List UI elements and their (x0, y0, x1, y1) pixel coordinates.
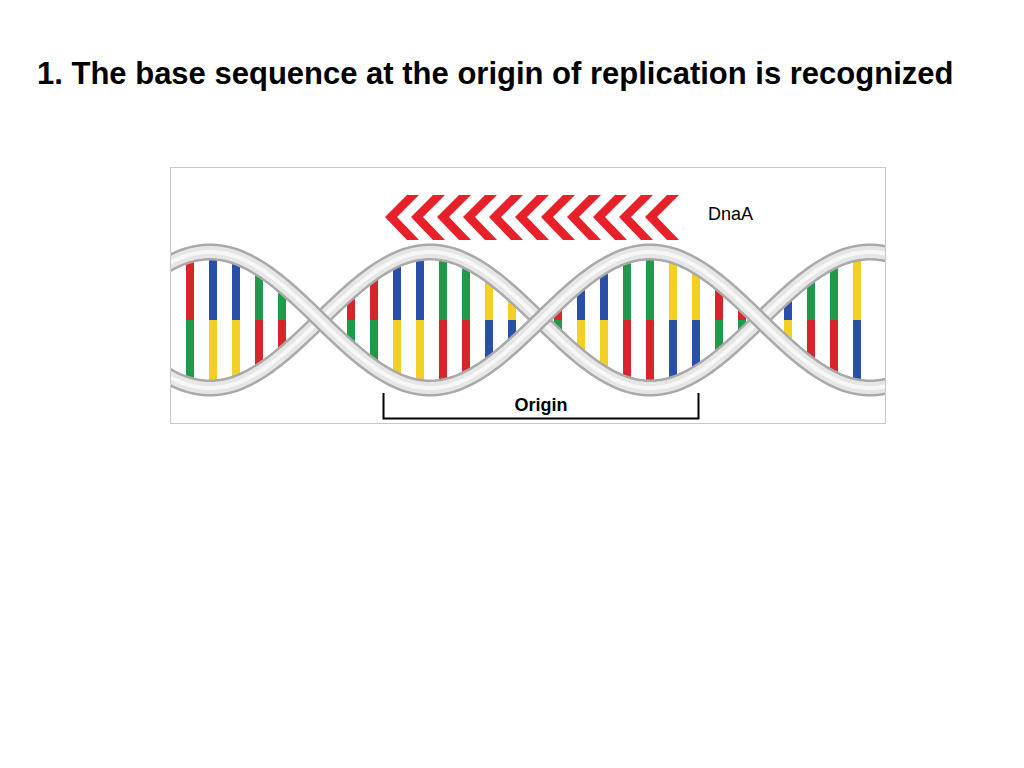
origin-label: Origin (511, 395, 572, 416)
base-half (370, 320, 378, 360)
base-half (439, 260, 447, 320)
base-half (462, 320, 470, 372)
base-half (186, 262, 194, 320)
base-half (232, 264, 240, 320)
base-half (393, 320, 401, 374)
base-half (255, 275, 263, 320)
base-half (255, 320, 263, 365)
base-half (370, 280, 378, 320)
dnaa-arrow (385, 195, 679, 240)
protein-label: DnaA (708, 204, 753, 225)
backbone-highlight (171, 252, 885, 388)
base-half (209, 320, 217, 381)
base-half (439, 320, 447, 380)
base-half (209, 259, 217, 320)
base-half (416, 320, 424, 380)
backbone-edge (171, 252, 885, 388)
backbone-strand (171, 252, 885, 388)
base-half (669, 263, 677, 320)
base-half (830, 320, 838, 372)
double-helix (171, 252, 885, 388)
base-half (623, 263, 631, 320)
base-half (623, 320, 631, 377)
base-half (646, 320, 654, 381)
base-half (462, 268, 470, 320)
base-half (646, 259, 654, 320)
base-half (416, 260, 424, 320)
slide-title: 1. The base sequence at the origin of re… (37, 48, 1012, 100)
base-half (853, 260, 861, 320)
arrow-chevron (645, 195, 679, 240)
base-half (186, 320, 194, 378)
backbone-strand (171, 252, 885, 388)
base-half (669, 320, 677, 377)
backbone-highlight (171, 252, 885, 388)
base-half (692, 273, 700, 320)
base-half (830, 268, 838, 320)
base-half (600, 273, 608, 320)
origin-bracket (384, 393, 699, 419)
base-half (393, 266, 401, 320)
base-half (853, 320, 861, 380)
base-half (232, 320, 240, 376)
backbone-edge (171, 252, 885, 388)
base-half (600, 320, 608, 367)
base-half (692, 320, 700, 367)
